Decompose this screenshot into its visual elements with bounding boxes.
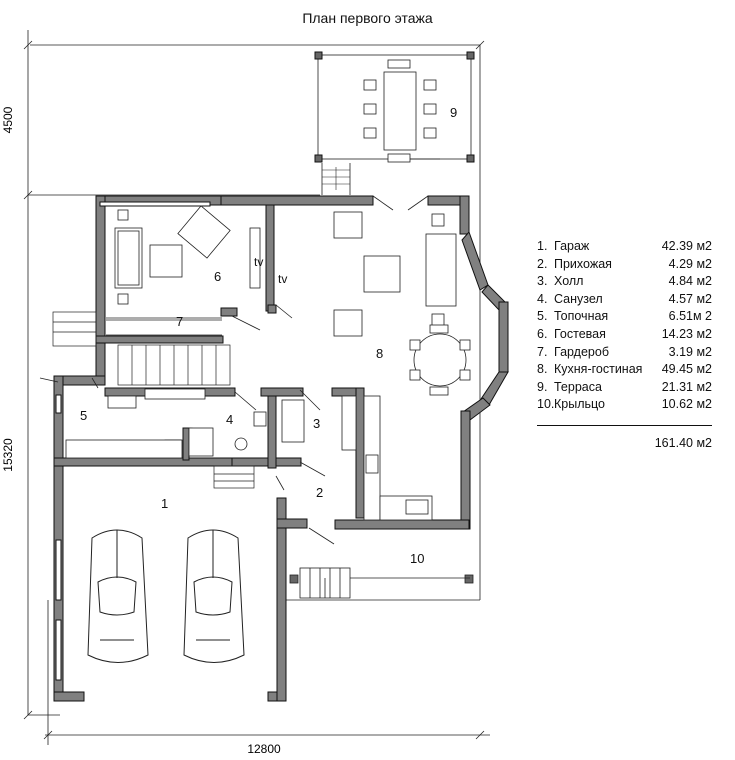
legend-num: 8. [537,362,548,377]
legend-rows: 1. Гараж 42.39 м2 2. Прихожая 4.29 м2 3. Холл 4.… [537,238,712,414]
plan-title: План первого этажа [302,10,433,26]
room-number-6: 6 [214,269,221,284]
room-number-5: 5 [80,408,87,423]
legend-area: 49.45 м2 [661,362,712,377]
room-number-7: 7 [176,314,183,329]
dimension-label-12800: 12800 [247,742,281,756]
legend-num: 9. [537,379,548,394]
tv-label-guest: tv [254,255,263,269]
legend-num: 6. [537,326,548,341]
tv-label-hall: tv [278,272,287,286]
exterior-walls [53,195,509,702]
garage-car-right [183,529,245,663]
boiler-room-fixtures [65,388,206,459]
legend-row: 1. Гараж 42.39 м2 [537,238,712,256]
stairs [52,311,255,489]
legend-name: Топочная [554,309,609,324]
doors-and-fixtures [39,195,429,545]
legend-name: Холл [554,274,584,289]
living-room-furniture [333,211,471,396]
room-number-10: 10 [410,551,424,566]
legend-divider [537,424,712,426]
legend-num: 3. [537,274,548,289]
legend-num: 1. [537,239,548,253]
legend-name: Гараж [554,239,590,253]
room-number-4: 4 [226,412,233,427]
legend-area: 10.62 м2 [661,397,712,412]
legend-num: 7. [537,344,548,359]
legend-row: 6. Гостевая 14.23 м2 [537,326,712,344]
legend-area: 4.84 м2 [668,274,712,289]
legend-row: 5. Топочная 6.51м 2 [537,308,712,326]
legend-area: 42.39 м2 [661,239,712,253]
dimension-label-15320: 15320 [1,438,15,472]
legend-total: 161.40 м2 [654,435,712,450]
legend-name: Кухня-гостиная [554,362,643,377]
legend-num: 5. [537,309,548,324]
legend-area: 3.19 м2 [668,344,712,359]
kitchen-counters [341,395,433,521]
legend-area: 4.29 м2 [668,256,712,271]
legend-row: 2. Прихожая 4.29 м2 [537,256,712,274]
legend-row: 7. Гардероб 3.19 м2 [537,344,712,362]
legend-row: 9. Терраса 21.31 м2 [537,379,712,397]
room-legend: 1. Гараж 42.39 м2 2. Прихожая 4.29 м2 3. Холл 4.… [537,238,712,450]
room-number-labels: 1 2 3 4 5 6 7 8 9 10 [80,105,457,566]
legend-area: 4.57 м2 [668,291,712,306]
legend-name: Крыльцо [554,397,605,412]
room-number-1: 1 [161,496,168,511]
dimension-lines [23,30,490,745]
legend-name: Санузел [554,291,603,306]
legend-name: Терраса [554,379,602,394]
legend-row: 4. Санузел 4.57 м2 [537,291,712,309]
room-number-8: 8 [376,346,383,361]
legend-area: 21.31 м2 [661,379,712,394]
tv-labels: tv tv [254,255,287,286]
legend-num: 4. [537,291,548,306]
legend-area: 14.23 м2 [661,326,712,341]
legend-name: Гостевая [554,326,606,341]
room-number-3: 3 [313,416,320,431]
porch [289,567,474,599]
legend-num: 10. [537,397,555,412]
legend-name: Прихожая [554,256,612,271]
room-number-2: 2 [316,485,323,500]
legend-num: 2. [537,256,548,271]
dimension-label-4500: 4500 [1,106,15,133]
room-number-9: 9 [450,105,457,120]
garage-car-left [87,529,149,663]
legend-row: 3. Холл 4.84 м2 [537,273,712,291]
interior-walls [95,204,365,519]
legend-name: Гардероб [554,344,609,359]
legend-row: 10.Крыльцо 10.62 м2 [537,396,712,414]
guest-room-furniture [106,205,261,336]
legend-area: 6.51м 2 [668,309,712,324]
legend-row: 8. Кухня-гостиная 49.45 м2 [537,361,712,379]
terrace-dining-set [363,59,437,163]
